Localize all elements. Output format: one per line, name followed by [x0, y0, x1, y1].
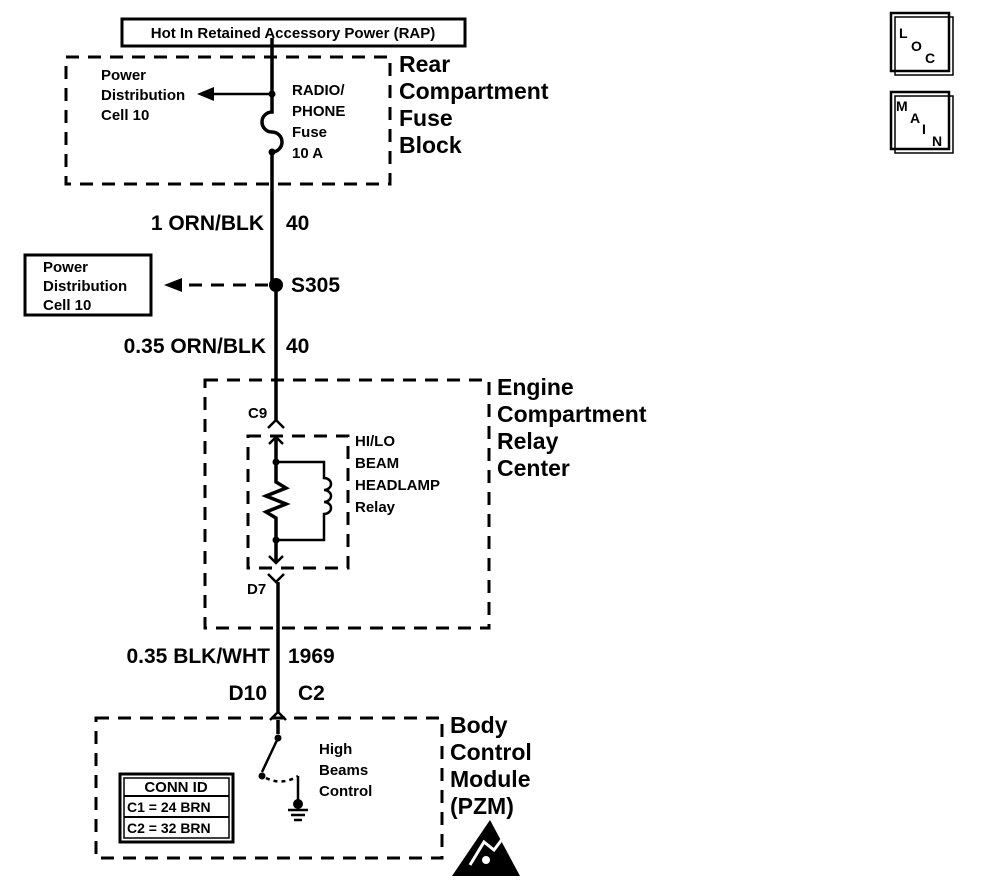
svg-text:(PZM): (PZM) — [450, 793, 514, 819]
svg-text:Module: Module — [450, 766, 531, 792]
bcm-connector-label: C2 — [298, 682, 325, 705]
bcm-outline — [94, 716, 444, 860]
loc-letter-2: O — [911, 38, 922, 54]
relay-internal-wire — [261, 437, 291, 562]
conn-id-table: CONN ID C1 = 24 BRN C2 = 32 BRN — [118, 772, 235, 844]
svg-text:Body: Body — [450, 712, 508, 738]
switch-blade-icon — [260, 737, 280, 773]
wire2-gauge-color: 0.35 ORN/BLK — [124, 335, 266, 358]
loc-button[interactable]: L O C — [889, 11, 954, 76]
header-title-box[interactable]: Hot In Retained Accessory Power (RAP) — [120, 17, 467, 48]
svg-text:High: High — [319, 741, 352, 758]
svg-text:RADIO/: RADIO/ — [292, 82, 345, 99]
svg-text:Rear: Rear — [399, 51, 450, 77]
svg-text:BEAM: BEAM — [355, 455, 399, 472]
svg-text:10 A: 10 A — [292, 145, 323, 162]
conn-id-row-2: C2 = 32 BRN — [127, 820, 211, 836]
bcm-label: Body Control Module (PZM) — [450, 712, 532, 819]
relay-terminal-bottom-icon — [268, 555, 284, 565]
conn-id-title: CONN ID — [144, 779, 208, 796]
high-beams-control-label: High Beams Control — [319, 741, 372, 800]
splice-arrow-icon — [164, 278, 182, 292]
svg-text:Power: Power — [101, 67, 146, 84]
splice-power-distribution-label: Power Distribution Cell 10 — [43, 259, 127, 314]
relay-coil-icon — [276, 460, 333, 542]
svg-text:HI/LO: HI/LO — [355, 433, 395, 450]
conn-id-row-1: C1 = 24 BRN — [127, 799, 211, 815]
switch-dashed-link — [265, 774, 299, 783]
svg-text:Compartment: Compartment — [399, 78, 549, 104]
svg-text:Fuse: Fuse — [292, 124, 327, 141]
power-dist-arrow-icon — [197, 87, 214, 101]
main-letter-2: A — [910, 110, 920, 126]
svg-text:Relay: Relay — [355, 499, 396, 516]
svg-text:Relay: Relay — [497, 428, 559, 454]
svg-text:Power: Power — [43, 259, 88, 276]
relay-label: HI/LO BEAM HEADLAMP Relay — [355, 433, 440, 516]
fuse-symbol — [260, 94, 284, 154]
splice-label: S305 — [291, 274, 340, 297]
wire3-circuit: 1969 — [288, 645, 335, 668]
main-letter-1: M — [896, 98, 908, 114]
fuse-power-distribution-label: Power Distribution Cell 10 — [101, 67, 185, 124]
bcm-pin-label: D10 — [228, 682, 267, 705]
svg-text:HEADLAMP: HEADLAMP — [355, 477, 440, 494]
main-letter-4: N — [932, 133, 942, 149]
wire2-circuit: 40 — [286, 335, 309, 358]
connector-d7-icon — [267, 573, 285, 584]
svg-text:Beams: Beams — [319, 762, 368, 779]
relay-center-label: Engine Compartment Relay Center — [497, 374, 647, 481]
ground-icon — [288, 799, 308, 822]
esd-warning-icon — [452, 820, 520, 876]
main-letter-3: I — [922, 121, 926, 137]
power-distribution-box[interactable] — [23, 253, 153, 317]
svg-text:Center: Center — [497, 455, 570, 481]
wire1-gauge-color: 1 ORN/BLK — [151, 212, 264, 235]
radio-phone-fuse-label: RADIO/ PHONE Fuse 10 A — [292, 82, 345, 162]
wire1-circuit: 40 — [286, 212, 309, 235]
fuse-block-outline — [64, 55, 392, 186]
relay-outline — [246, 434, 350, 570]
connector-d7-label: D7 — [247, 581, 266, 598]
fuse-block-label: Rear Compartment Fuse Block — [399, 51, 549, 158]
main-button[interactable]: M A I N — [889, 90, 954, 154]
switch-contact-bottom — [258, 772, 266, 780]
svg-text:Engine: Engine — [497, 374, 574, 400]
relay-center-outline — [203, 378, 491, 630]
loc-letter-1: L — [899, 25, 908, 41]
connector-c9-label: C9 — [248, 405, 267, 422]
connector-c9-icon — [267, 418, 285, 429]
svg-text:PHONE: PHONE — [292, 103, 345, 120]
svg-text:Cell 10: Cell 10 — [43, 297, 91, 314]
svg-text:Control: Control — [319, 783, 372, 800]
svg-text:Fuse: Fuse — [399, 105, 453, 131]
svg-text:Cell 10: Cell 10 — [101, 107, 149, 124]
svg-text:Block: Block — [399, 132, 462, 158]
svg-text:Distribution: Distribution — [101, 87, 185, 104]
loc-letter-3: C — [925, 50, 935, 66]
svg-text:Distribution: Distribution — [43, 278, 127, 295]
header-title: Hot In Retained Accessory Power (RAP) — [151, 25, 436, 42]
svg-text:Compartment: Compartment — [497, 401, 647, 427]
svg-text:Control: Control — [450, 739, 532, 765]
wire3-gauge-color: 0.35 BLK/WHT — [126, 645, 270, 668]
